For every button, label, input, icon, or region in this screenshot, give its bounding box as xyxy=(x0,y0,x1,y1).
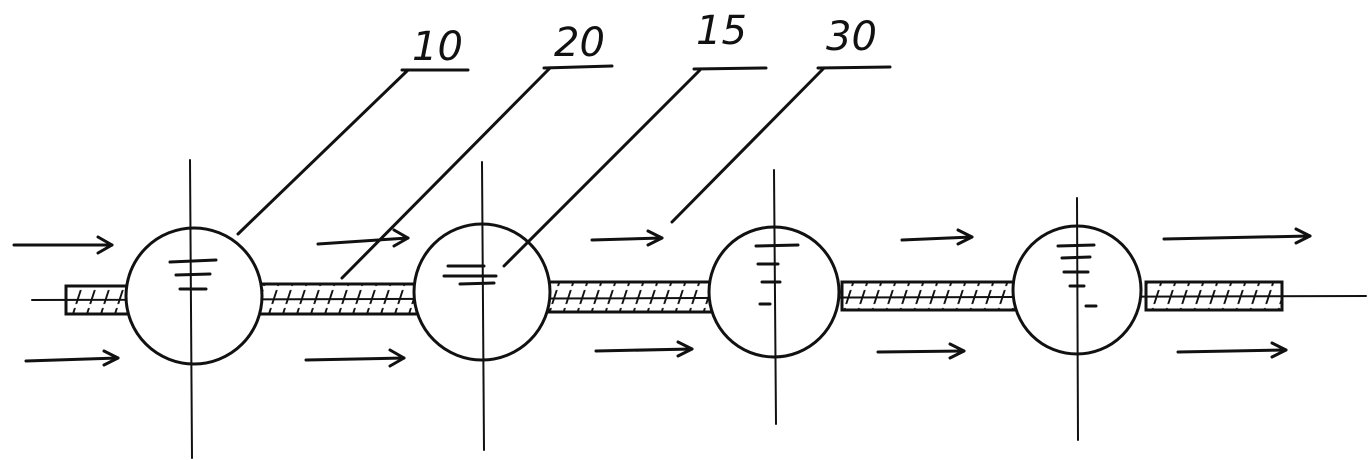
arrow-icon xyxy=(594,340,694,358)
vertical-axis-3 xyxy=(773,169,777,425)
label-20: 20 xyxy=(554,20,605,66)
arrow-icon xyxy=(316,228,410,248)
band-1 xyxy=(256,282,422,316)
reference-labels: 10 20 15 30 xyxy=(412,8,877,70)
label-10: 10 xyxy=(412,24,463,70)
vertical-axis-1 xyxy=(189,159,193,459)
circle-element-1 xyxy=(124,226,264,366)
leader-line-30 xyxy=(670,66,826,224)
arrow-icon xyxy=(900,228,974,246)
arrow-icon xyxy=(876,342,966,360)
circle-marks xyxy=(168,243,1098,308)
arrow-icon xyxy=(590,229,664,247)
label-underline-15 xyxy=(692,66,768,71)
arrow-icon xyxy=(12,235,114,255)
band-left xyxy=(64,284,132,316)
arrow-icon xyxy=(24,349,120,367)
label-underline-20 xyxy=(542,64,614,70)
vertical-axis-4 xyxy=(1076,197,1079,441)
label-15: 15 xyxy=(696,8,747,54)
flow-arrows xyxy=(12,227,1312,368)
band-2 xyxy=(546,280,716,314)
arrow-icon xyxy=(1162,227,1312,245)
label-underline-30 xyxy=(816,65,892,70)
vertical-axis-2 xyxy=(481,161,485,451)
arrow-icon xyxy=(1176,341,1288,359)
label-30: 30 xyxy=(826,14,877,60)
leader-line-10 xyxy=(236,68,410,236)
band-3 xyxy=(840,280,1018,312)
leader-lines xyxy=(236,64,892,280)
vertical-axes xyxy=(189,159,1079,459)
band-4 xyxy=(1144,280,1284,312)
arrow-icon xyxy=(304,348,406,368)
leader-line-15 xyxy=(502,68,702,268)
leader-line-20 xyxy=(340,66,552,280)
